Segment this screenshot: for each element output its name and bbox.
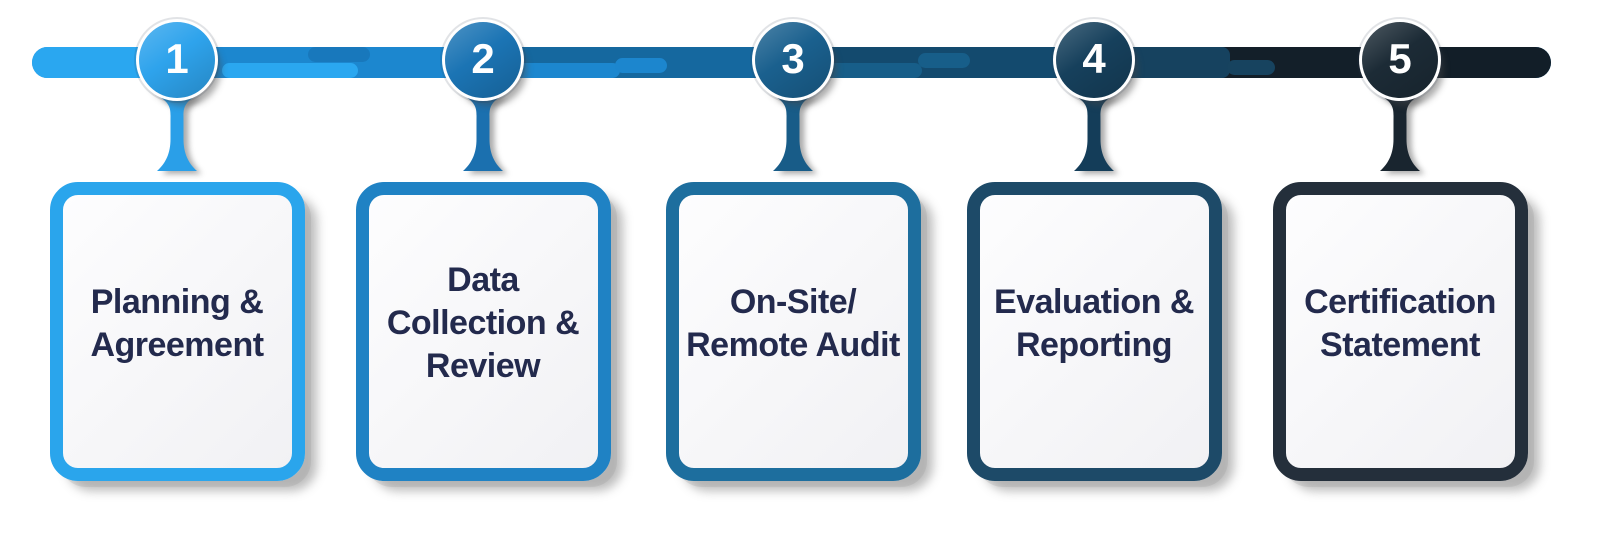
timeline-dash-4 [1227,60,1275,75]
timeline-patch-1 [222,63,358,78]
step-2-label-line: Review [425,347,541,385]
step-3-number: 3 [781,35,805,82]
step-5-connector-icon [1370,95,1430,173]
step-3-connector-icon [763,95,823,173]
timeline-dash-2 [615,58,667,73]
step-4-circle: 4 [1056,22,1132,98]
step-2-label-line: Data [447,261,519,299]
step-3-label-line: On-Site/ [729,282,857,321]
step-1-card: Planning & Agreement [49,182,305,481]
step-1-label-line: Agreement [90,325,264,364]
step-5-circle: 5 [1362,22,1438,98]
step-2-label-line: Collection & [386,304,580,342]
step-2-circle: 2 [445,22,521,98]
step-4-connector-icon [1064,95,1124,173]
timeline-dash-3 [918,53,970,68]
step-3-circle: 3 [755,22,831,98]
step-1-label: Planning & Agreement [90,281,264,367]
step-2-number: 2 [471,35,495,82]
step-1-label-line: Planning & [90,282,264,321]
timeline-dash-1 [308,47,370,62]
step-1-circle: 1 [139,22,215,98]
step-3-label-line: Remote Audit [686,325,900,364]
step-4-label-line: Evaluation & [994,282,1194,321]
step-4-card: Evaluation & Reporting [966,182,1222,481]
step-1-connector-icon [147,95,207,173]
step-1-number: 1 [165,35,189,82]
step-2-connector-icon [453,95,513,173]
step-3-card: On-Site/Remote Audit [665,182,921,481]
step-4-number: 4 [1082,35,1106,82]
step-3-label: On-Site/Remote Audit [686,281,900,367]
step-5-label-line: Certification [1304,282,1496,321]
step-5-number: 5 [1388,35,1412,82]
step-4-label: Evaluation & Reporting [994,281,1194,367]
step-5-label-line: Statement [1320,325,1480,364]
step-4-label-line: Reporting [1015,325,1173,364]
